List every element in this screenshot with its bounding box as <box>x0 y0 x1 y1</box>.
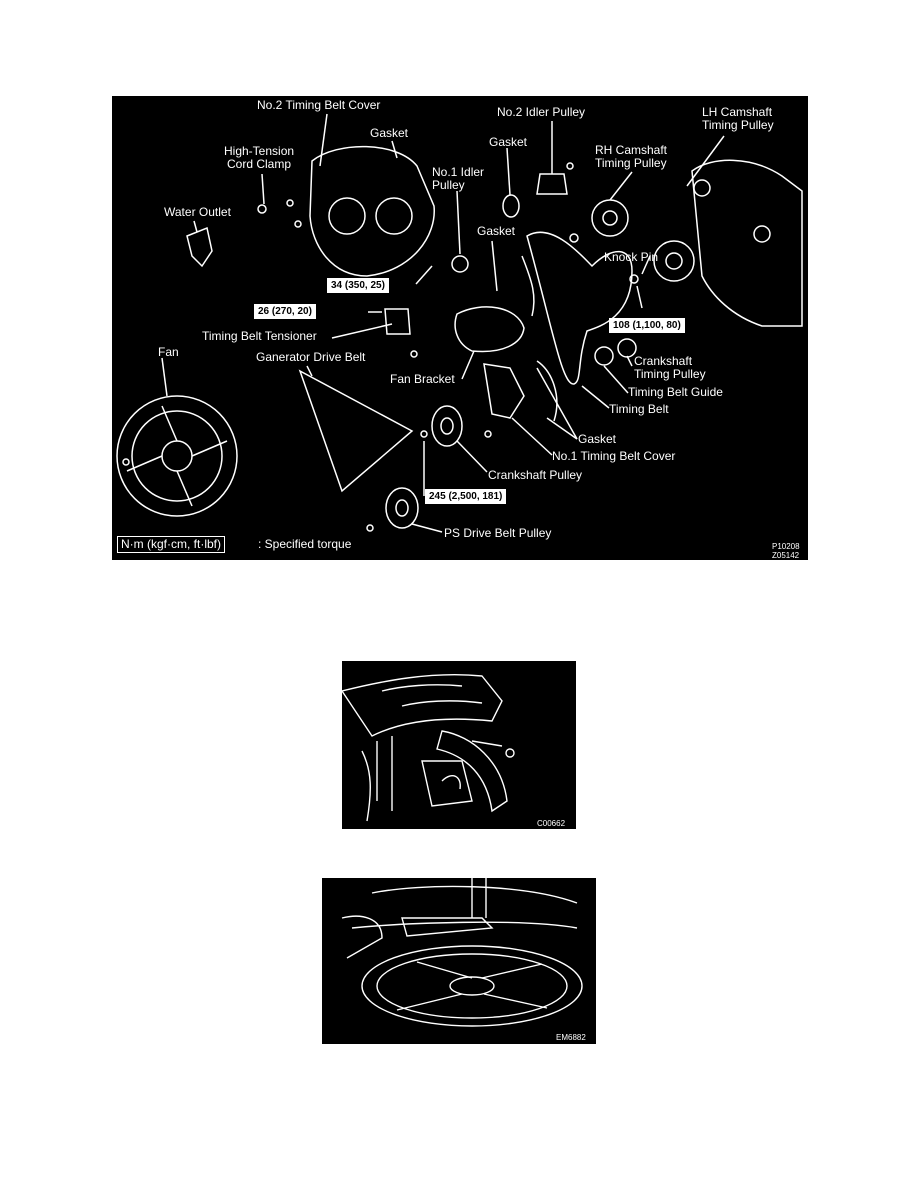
label-ps-drive-belt-pulley: PS Drive Belt Pulley <box>444 526 552 540</box>
torque-108: 108 (1,100, 80) <box>609 318 685 333</box>
label-gasket-top: Gasket <box>370 126 409 140</box>
figure-code-3: EM6882 <box>556 1033 586 1042</box>
fan-shroud-artwork <box>342 673 515 822</box>
label-high-tension-cord-clamp: High-Tension Cord Clamp <box>224 144 295 171</box>
figure-code-2: C00662 <box>537 819 566 828</box>
label-timing-belt-guide: Timing Belt Guide <box>628 385 723 399</box>
label-timing-belt: Timing Belt <box>609 402 669 416</box>
torque-legend-text: : Specified torque <box>258 537 352 551</box>
torque-34: 34 (350, 25) <box>327 278 389 293</box>
torque-245: 245 (2,500, 181) <box>425 489 507 504</box>
label-no1-timing-belt-cover: No.1 Timing Belt Cover <box>552 449 676 463</box>
figure-fan-removal: EM6882 <box>322 878 596 1044</box>
torque-26: 26 (270, 20) <box>254 304 316 319</box>
label-gasket-strip: Gasket <box>477 224 516 238</box>
exploded-diagram: No.2 Timing Belt Cover No.2 Idler Pulley… <box>112 96 808 560</box>
label-no2-idler-pulley: No.2 Idler Pulley <box>497 105 586 119</box>
label-lh-camshaft-timing-pulley: LH Camshaft Timing Pulley <box>702 105 774 132</box>
label-generator-drive-belt: Ganerator Drive Belt <box>256 350 366 364</box>
torque-legend-units: N·m (kgf·cm, ft·lbf) <box>117 536 225 553</box>
label-no1-idler-pulley: No.1 Idler Pulley <box>432 165 485 192</box>
figure-fan-shroud: C00662 <box>342 661 576 829</box>
fan-removal-artwork <box>341 878 583 1027</box>
label-crankshaft-timing-pulley: Crankshaft Timing Pulley <box>634 354 706 381</box>
label-water-outlet: Water Outlet <box>164 205 231 219</box>
label-crankshaft-pulley: Crankshaft Pulley <box>488 468 583 482</box>
diagram-artwork <box>116 113 803 533</box>
figure-code-main: P10208 Z05142 <box>772 542 800 560</box>
label-rh-camshaft-timing-pulley: RH Camshaft Timing Pulley <box>595 143 668 170</box>
label-fan: Fan <box>158 345 179 359</box>
label-knock-pin: Knock Pin <box>604 250 659 264</box>
label-gasket-bottom: Gasket <box>578 432 617 446</box>
label-gasket-ring: Gasket <box>489 135 528 149</box>
label-timing-belt-tensioner: Timing Belt Tensioner <box>202 329 317 343</box>
label-no2-timing-belt-cover: No.2 Timing Belt Cover <box>257 98 381 112</box>
label-fan-bracket: Fan Bracket <box>390 372 455 386</box>
